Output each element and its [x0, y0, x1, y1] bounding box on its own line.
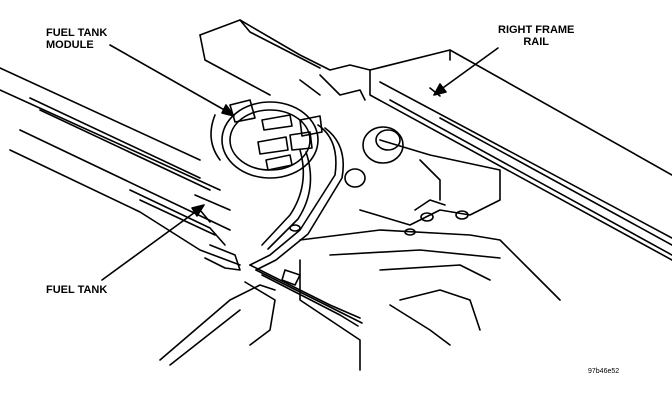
- fuel-tank-label-text: FUEL TANK: [46, 284, 108, 296]
- leader-arrows: [101, 44, 499, 281]
- fuel-tank-module: [210, 99, 404, 188]
- underbody-panel: [159, 139, 561, 371]
- right-frame-rail: [369, 49, 672, 261]
- fuel-tank-label: FUEL TANK: [46, 284, 107, 296]
- fuel-tank-module-label-line1: FUEL TANK: [46, 27, 108, 39]
- right-frame-rail-label: RIGHT FRAME RAIL: [498, 24, 574, 48]
- fuel-tank-module-label: FUEL TANK MODULE: [46, 27, 107, 51]
- figure-reference-number: 97b46e52: [588, 368, 620, 375]
- upper-crossmember: [199, 19, 371, 101]
- fuel-tank-module-label-line2: MODULE: [46, 39, 94, 51]
- right-frame-rail-label-line2: RAIL: [523, 36, 550, 48]
- fuel-lines: [249, 124, 363, 327]
- right-frame-rail-label-line1: RIGHT FRAME: [498, 24, 575, 36]
